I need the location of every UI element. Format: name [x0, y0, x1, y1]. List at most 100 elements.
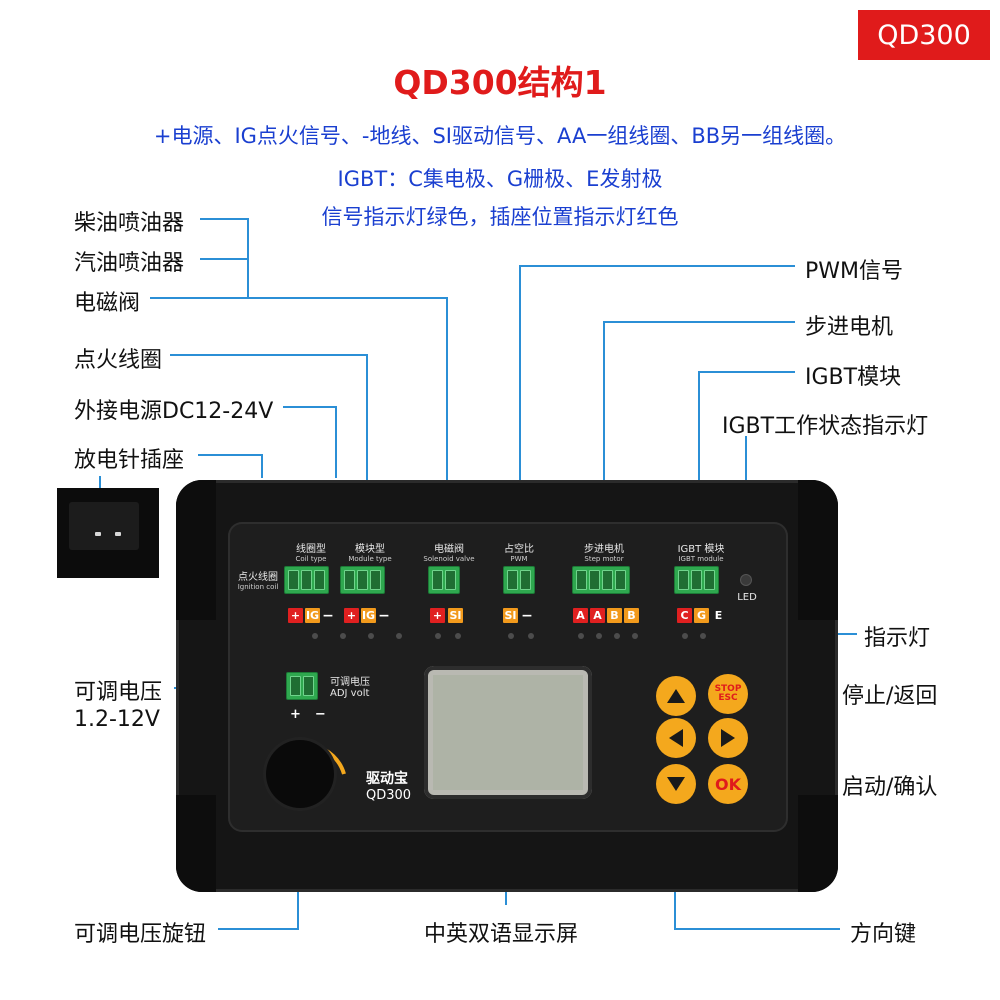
- tag-g: G: [694, 608, 709, 623]
- stop-esc-button[interactable]: STOP ESC: [708, 674, 748, 714]
- pwm-cn: 占空比: [504, 544, 534, 555]
- tag-plus: +: [344, 608, 359, 623]
- label-ignition-coil: 点火线圈: [74, 348, 163, 373]
- subtitle-line-3: 信号指示灯绿色，插座位置指示灯红色: [321, 205, 679, 229]
- module-type-label: 模块型 Module type: [340, 540, 400, 563]
- coil-type-terminal[interactable]: [284, 566, 329, 594]
- indicator-dot: [508, 633, 514, 639]
- module-type-tags: + IG −: [344, 607, 390, 624]
- diesel-line: [200, 218, 249, 298]
- ok-button[interactable]: OK: [708, 764, 748, 804]
- indicator-dot: [312, 633, 318, 639]
- module-type-terminal[interactable]: [340, 566, 385, 594]
- adj-minus: −: [314, 707, 326, 722]
- igbt-en: IGBT module: [678, 555, 724, 563]
- led-label: LED: [737, 592, 757, 603]
- label-diesel-injector: 柴油喷油器: [74, 211, 185, 236]
- solenoid-en: Solenoid valve: [423, 555, 475, 563]
- lcd-display-area: [433, 675, 583, 790]
- indicator-dots-coil: [312, 633, 402, 639]
- coil-type-label: 线圈型 Coil type: [284, 540, 338, 563]
- right-button[interactable]: [708, 718, 748, 758]
- voltage-knob[interactable]: [266, 740, 334, 808]
- brand-model: QD300: [366, 788, 412, 803]
- ignition-coil-cn: 点火线圈: [238, 572, 278, 583]
- subtitle-line-2: IGBT：C集电极、G栅极、E发射极: [337, 167, 663, 191]
- label-pwm: PWM信号: [805, 259, 904, 284]
- step-motor-tags: A A B B: [573, 608, 639, 623]
- model-badge: QD300: [858, 10, 990, 60]
- label-stop: 停止/返回: [842, 684, 938, 709]
- arrow-up-icon: [667, 689, 685, 703]
- indicator-dots-igbt: [682, 633, 706, 639]
- ok-label: OK: [715, 774, 741, 794]
- label-adj-voltage: 可调电压: [74, 680, 163, 705]
- indicator-dot: [578, 633, 584, 639]
- indicator-dots-pwm: [508, 633, 534, 639]
- tag-si: SI: [448, 608, 463, 623]
- label-start: 启动/确认: [842, 775, 938, 800]
- label-screen: 中英双语显示屏: [424, 922, 579, 947]
- adj-en: ADJ volt: [330, 688, 370, 699]
- tag-minus: −: [378, 607, 390, 624]
- tag-b: B: [607, 608, 622, 623]
- power-line: [283, 406, 337, 478]
- tag-plus: +: [288, 608, 303, 623]
- solenoid-label: 电磁阀 Solenoid valve: [414, 540, 484, 563]
- pwm-tags: SI −: [503, 607, 533, 624]
- label-external-power: 外接电源DC12-24V: [74, 399, 274, 424]
- label-knob: 可调电压旋钮: [74, 922, 207, 947]
- step-en: Step motor: [584, 555, 624, 563]
- indicator-dot: [528, 633, 534, 639]
- page-title: QD300结构1: [393, 63, 607, 102]
- indicator-dot: [682, 633, 688, 639]
- indicator-dot: [455, 633, 461, 639]
- tag-plus: +: [430, 608, 445, 623]
- label-gasoline-injector: 汽油喷油器: [74, 251, 185, 276]
- left-button[interactable]: [656, 718, 696, 758]
- label-adj-range: 1.2-12V: [74, 707, 160, 732]
- indicator-dot: [614, 633, 620, 639]
- pwm-terminal[interactable]: [503, 566, 535, 594]
- tag-ig: IG: [305, 608, 320, 623]
- indicator-dot: [396, 633, 402, 639]
- label-igbt: IGBT模块: [805, 365, 902, 390]
- igbt-module-label: IGBT 模块 IGBT module: [666, 540, 736, 563]
- device-corner-bumper: [176, 480, 216, 620]
- solenoid-tags: + SI: [430, 608, 463, 623]
- stop-label: STOP: [714, 684, 742, 694]
- pwm-label: 占空比 PWM: [494, 540, 544, 563]
- label-direction: 方向键: [850, 922, 917, 947]
- igbt-terminal[interactable]: [674, 566, 719, 594]
- label-stepper: 步进电机: [805, 315, 894, 340]
- tag-ig: IG: [361, 608, 376, 623]
- pwm-en: PWM: [510, 555, 528, 563]
- step-cn: 步进电机: [584, 544, 624, 555]
- ignition-coil-panel-label: 点火线圈 Ignition coil: [232, 568, 284, 591]
- tag-si: SI: [503, 608, 518, 623]
- indicator-dots-solenoid: [435, 633, 461, 639]
- indicator-dot: [340, 633, 346, 639]
- pwm-line: [519, 265, 795, 560]
- arrow-right-icon: [721, 729, 735, 747]
- down-button[interactable]: [656, 764, 696, 804]
- solenoid-terminal[interactable]: [428, 566, 460, 594]
- up-button[interactable]: [656, 676, 696, 716]
- device-corner-bumper: [176, 795, 216, 892]
- brand-cn: 驱动宝: [366, 771, 408, 787]
- coil-type-en: Coil type: [295, 555, 327, 563]
- solenoid-cn: 电磁阀: [434, 544, 464, 555]
- tag-a: A: [590, 608, 605, 623]
- solenoid-line: [150, 297, 448, 560]
- tag-minus: −: [322, 607, 334, 624]
- step-motor-terminal[interactable]: [572, 566, 630, 594]
- tag-minus: −: [521, 607, 533, 624]
- arrow-down-icon: [667, 777, 685, 791]
- igbt-cn: IGBT 模块: [677, 544, 725, 555]
- adj-volt-terminal[interactable]: [286, 672, 318, 700]
- discharge-socket-photo: [57, 488, 159, 578]
- tag-a: A: [573, 608, 588, 623]
- tag-b: B: [624, 608, 639, 623]
- discharge-pin: [115, 532, 121, 536]
- ignition-coil-en: Ignition coil: [237, 583, 279, 591]
